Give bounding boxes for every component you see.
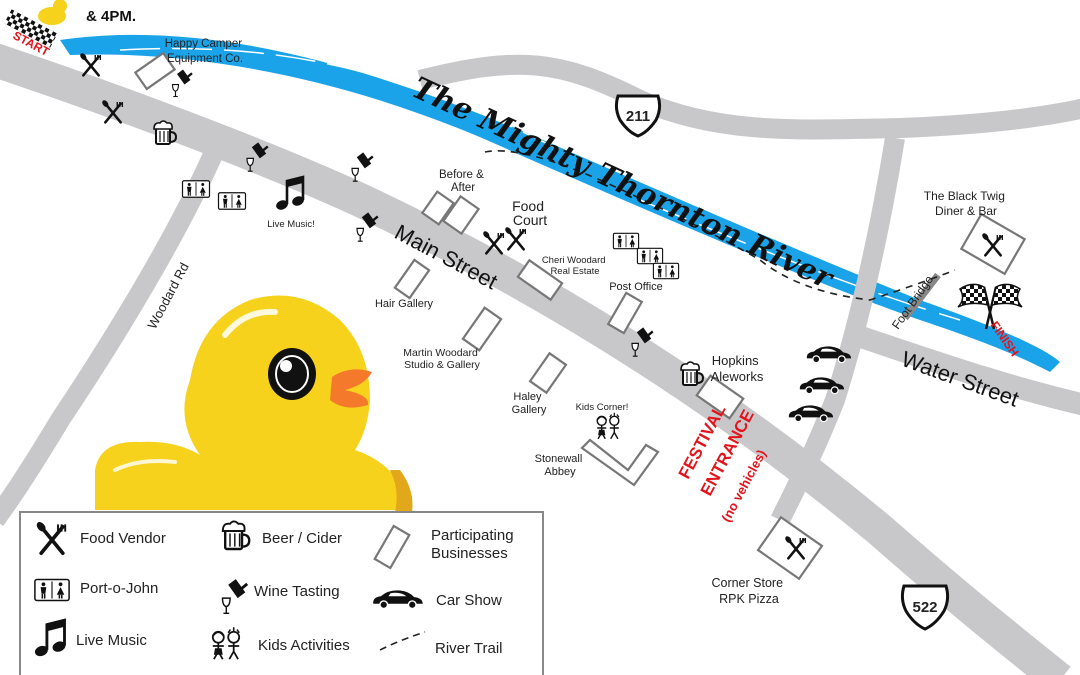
festival-entrance: FESTIVAL ENTRANCE (no vehicles): [675, 402, 769, 525]
svg-text:Port-o-John: Port-o-John: [80, 580, 158, 597]
port-o-john-icon: [636, 247, 664, 265]
svg-text:Live Music: Live Music: [76, 632, 147, 649]
svg-text:River Trail: River Trail: [435, 640, 503, 657]
svg-text:Stonewall Abbey: Stonewall Abbey: [535, 453, 586, 478]
svg-text:Food Court: Food Court: [512, 198, 548, 228]
kids-icon: [596, 411, 620, 440]
svg-text:Wine Tasting: Wine Tasting: [254, 583, 340, 600]
svg-text:Before & After: Before & After: [439, 169, 487, 194]
wine-icon: [171, 68, 194, 98]
thornton-river: [60, 34, 1060, 373]
port-o-john-icon: [181, 180, 211, 198]
rubber-duck-illustration: [95, 295, 413, 512]
port-o-john-icon: [652, 262, 680, 280]
svg-text:Live Music!: Live Music!: [267, 219, 315, 230]
svg-text:Hair Gallery: Hair Gallery: [375, 298, 434, 310]
legend-business-icon: [373, 524, 411, 570]
svg-text:Haley Gallery: Haley Gallery: [512, 391, 547, 416]
port-o-john-icon: [612, 232, 640, 250]
legend-trail-icon: [379, 631, 426, 651]
food-vendor-icon: [502, 224, 527, 251]
svg-text:Martin Woodard Studio &: Martin Woodard Studio & Gallery: [403, 347, 480, 371]
wine-icon: [350, 151, 374, 183]
route-522-shield: 522: [900, 584, 950, 631]
food-vendor-icon: [77, 50, 102, 77]
svg-text:Post Office: Post Office: [609, 281, 663, 293]
svg-text:Car Show: Car Show: [436, 592, 502, 609]
map-legend: Food Vendor Beer / Cider Participating B…: [19, 511, 544, 675]
svg-text:211: 211: [626, 108, 650, 125]
svg-text:Hopkins Aleworks: Hopkins Aleworks: [711, 353, 764, 384]
svg-text:Happy Camper Equipment C: Happy Camper Equipment Co.: [165, 38, 246, 65]
svg-text:The Black Twig Diner & B: The Black Twig Diner & Bar: [924, 189, 1009, 218]
svg-text:Food Vendor: Food Vendor: [80, 530, 166, 547]
place-labels: Happy Camper Equipment Co. Before & Afte…: [165, 38, 1009, 606]
river-trail: [484, 150, 956, 301]
svg-text:Cheri Woodard Real Estat: Cheri Woodard Real Estate: [542, 255, 608, 277]
port-o-john-icon: [217, 192, 247, 210]
svg-text:Kids Activities: Kids Activities: [258, 637, 350, 654]
svg-text:Participating Businesses: Participating Businesses: [431, 527, 518, 562]
svg-text:Kids Corner!: Kids Corner!: [576, 402, 629, 413]
route-211-shield: 211: [614, 94, 662, 138]
legend-port-o-john-icon: [34, 578, 70, 602]
svg-text:522: 522: [912, 599, 937, 616]
svg-text:Corner Store RPK Pizza: Corner Store RPK Pizza: [711, 576, 786, 606]
race-times: & 4PM.: [86, 8, 136, 25]
svg-text:Beer / Cider: Beer / Cider: [262, 530, 342, 547]
